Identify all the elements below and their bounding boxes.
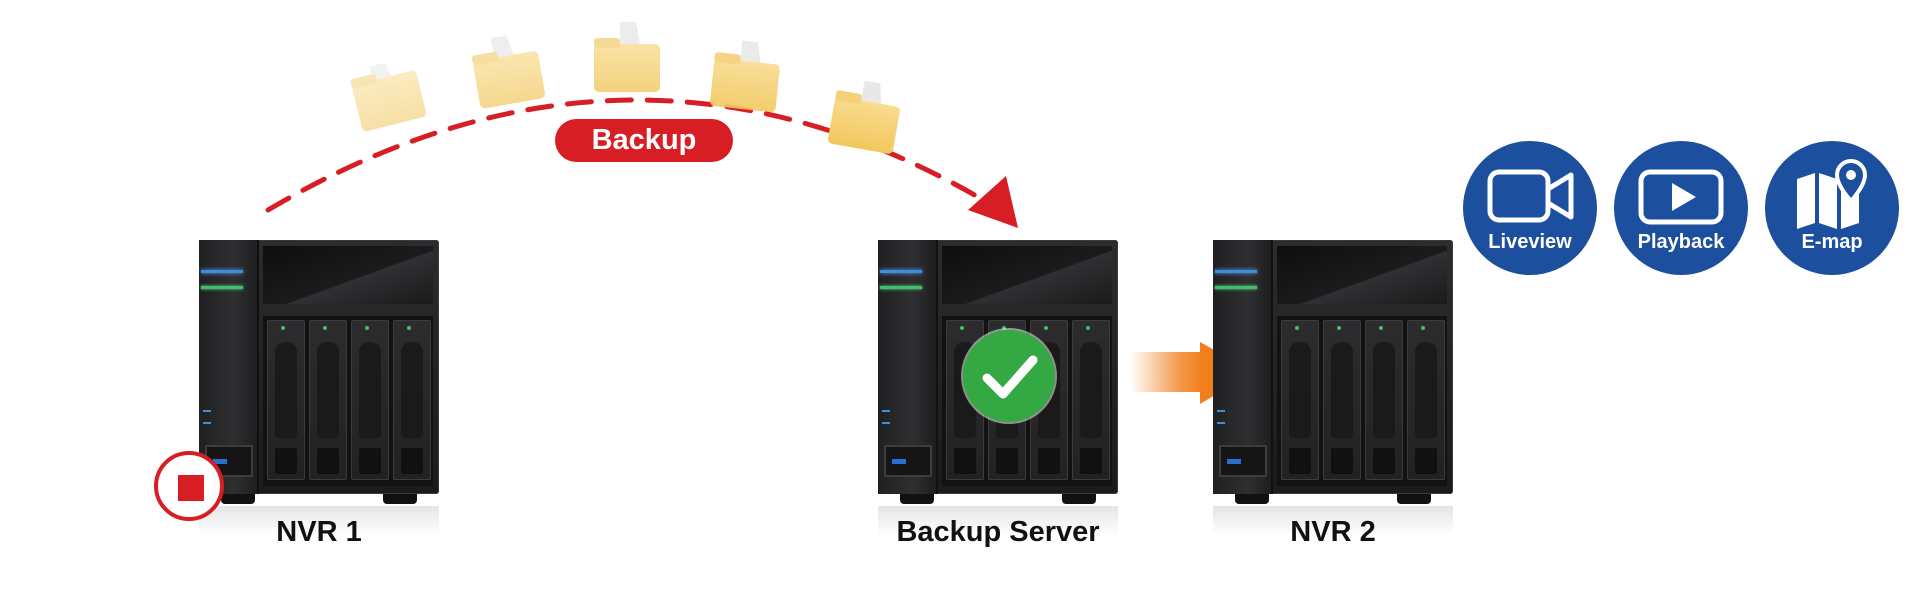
video-camera-icon <box>1487 169 1574 223</box>
feature-playback: Playback <box>1614 141 1748 275</box>
folder-icon <box>594 22 660 92</box>
feature-label: Playback <box>1637 231 1725 253</box>
feature-label: Liveview <box>1488 231 1572 253</box>
map-pin-icon <box>1797 159 1868 229</box>
check-icon <box>963 330 1055 422</box>
stop-icon <box>154 451 224 521</box>
nvr1-device <box>199 240 439 540</box>
folder-icon <box>710 40 780 113</box>
folder-icon <box>471 35 545 109</box>
feature-liveview: Liveview <box>1463 141 1597 275</box>
folder-icon <box>350 62 426 132</box>
feature-emap: E-map <box>1765 141 1899 275</box>
nvr2-device <box>1213 240 1453 540</box>
play-icon <box>1638 169 1724 225</box>
folder-icon <box>828 80 900 154</box>
nvr2-label: NVR 2 <box>1290 516 1376 548</box>
feature-label: E-map <box>1801 231 1863 253</box>
backup-label: Backup <box>555 119 733 162</box>
backup-server-label: Backup Server <box>896 516 1100 548</box>
arc-arrowhead <box>968 176 1018 228</box>
nvr1-label: NVR 1 <box>276 516 362 548</box>
backup-arc-path <box>265 97 1003 213</box>
